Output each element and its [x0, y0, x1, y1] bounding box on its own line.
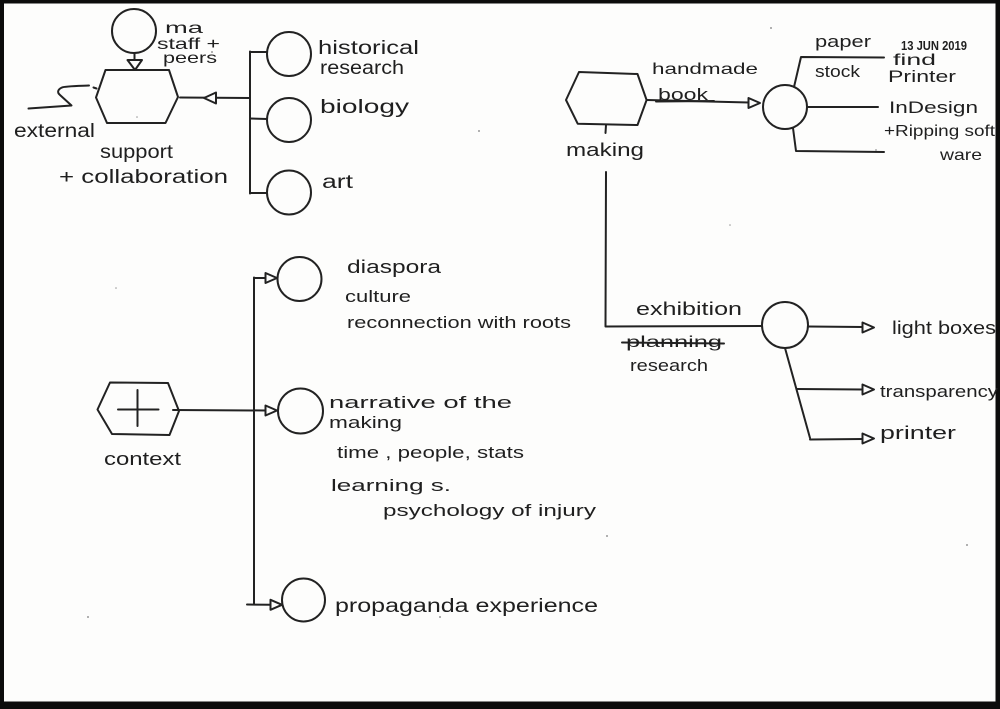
svg-text:time , people, stats: time , people, stats: [337, 443, 524, 462]
svg-text:research: research: [630, 356, 708, 375]
svg-text:ma: ma: [165, 20, 203, 37]
svg-text:transparency: transparency: [880, 382, 999, 401]
svg-text:making: making: [329, 413, 402, 432]
svg-text:peers: peers: [163, 50, 217, 67]
svg-text:+ collaboration: + collaboration: [59, 167, 228, 188]
svg-text:planning: planning: [626, 334, 722, 351]
svg-text:13 JUN 2019: 13 JUN 2019: [901, 38, 967, 53]
svg-text:InDesign: InDesign: [889, 98, 978, 117]
svg-text:printer: printer: [880, 423, 956, 443]
svg-text:paper: paper: [815, 32, 871, 51]
svg-text:staff +: staff +: [157, 36, 220, 53]
svg-text:stock: stock: [815, 62, 861, 81]
svg-text:diaspora: diaspora: [347, 257, 442, 277]
svg-text:support: support: [100, 142, 174, 163]
svg-text:art: art: [322, 172, 354, 193]
svg-text:external: external: [14, 121, 95, 142]
svg-text:find: find: [893, 52, 936, 69]
svg-text:culture: culture: [345, 287, 411, 306]
svg-text:historical: historical: [318, 38, 419, 59]
svg-text:book: book: [658, 85, 709, 104]
svg-text:+Ripping soft: +Ripping soft: [884, 123, 996, 140]
svg-text:learning s.: learning s.: [331, 476, 451, 495]
svg-text:ware: ware: [939, 147, 982, 164]
svg-text:exhibition: exhibition: [636, 299, 742, 319]
svg-text:biology: biology: [320, 97, 410, 118]
svg-text:Printer: Printer: [888, 67, 956, 86]
svg-text:research: research: [320, 58, 404, 79]
svg-text:light boxes: light boxes: [892, 318, 996, 338]
svg-text:psychology of injury: psychology of injury: [383, 501, 597, 520]
svg-text:propaganda experience: propaganda experience: [335, 596, 598, 617]
svg-text:handmade: handmade: [652, 61, 758, 78]
svg-text:making: making: [566, 140, 644, 160]
svg-text:reconnection with roots: reconnection with roots: [347, 313, 571, 332]
svg-text:narrative of the: narrative of the: [329, 393, 512, 412]
svg-text:context: context: [104, 449, 181, 469]
